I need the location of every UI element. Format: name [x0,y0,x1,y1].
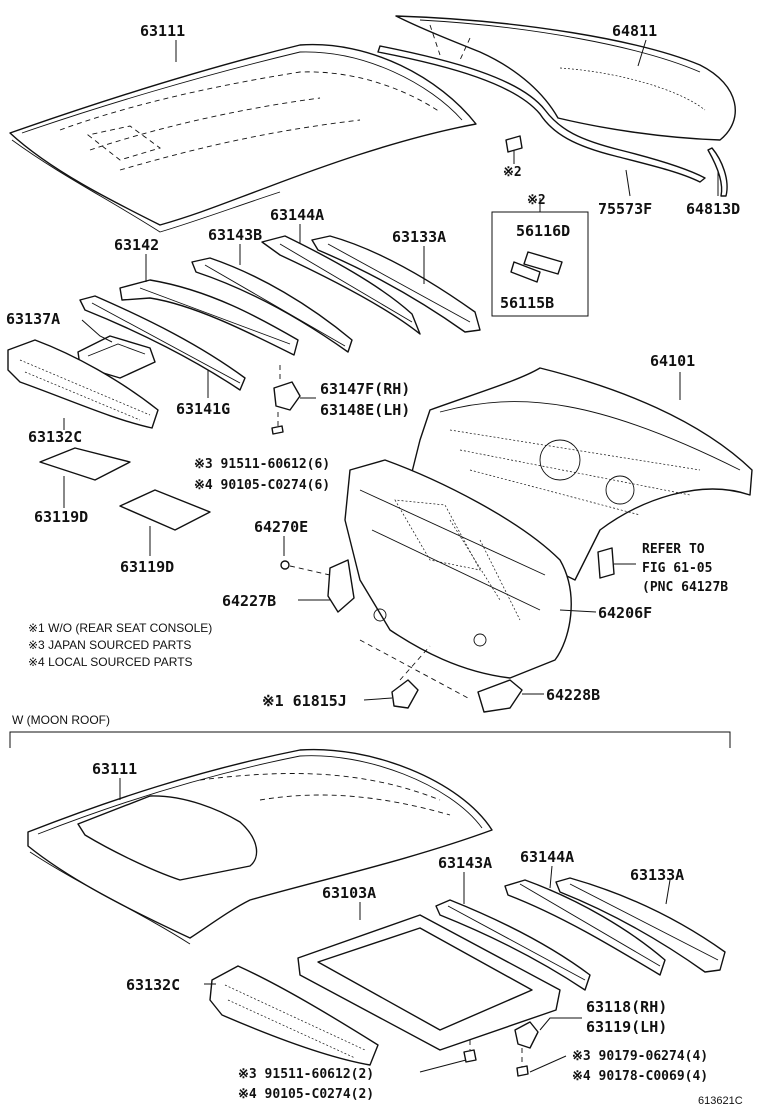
label-63118: 63118(RH) [586,998,667,1016]
label-63119: 63119(LH) [586,1018,667,1036]
sunroof-frame-63103a [297,914,561,1051]
roof-panel-63111-top [9,43,477,233]
header-panel-63132c-top [7,339,159,429]
roof-panel-63111-bottom [27,748,493,945]
note-3: ※3 JAPAN SOURCED PARTS [28,638,191,652]
label-63147f: 63147F(RH) [320,380,410,398]
label-63132c-bottom: 63132C [126,976,180,994]
label-63144a-bottom: 63144A [520,848,574,866]
label-64811: 64811 [612,22,657,40]
label-63142: 63142 [114,236,159,254]
sheet-63119d-b [119,489,211,531]
label-63143a: 63143A [438,854,492,872]
label-63143b: 63143B [208,226,262,244]
label-63144a-top: 63144A [270,206,324,224]
roof-bow-63144a-top [261,235,421,335]
label-64270e: 64270E [254,518,308,536]
label-bolt-e: ※3 90179-06274(4) [572,1049,708,1064]
cover-61815j [359,639,469,709]
label-56115b: 56115B [500,294,554,312]
molding-75573f [377,45,706,183]
fastener-91511 [463,1040,477,1063]
label-bolt-b: ※4 90105-C0274(6) [194,478,330,493]
roof-bow-63143b [191,257,353,353]
label-64227b: 64227B [222,592,276,610]
label-63137a: 63137A [6,310,60,328]
note-1: ※1 W/O (REAR SEAT CONSOLE) [28,621,212,635]
label-63141g: 63141G [176,400,230,418]
label-75573f: 75573F [598,200,652,218]
label-note2-b: ※2 [527,193,546,208]
label-63148e: 63148E(LH) [320,401,410,419]
label-bolt-c: ※3 91511-60612(2) [238,1067,374,1082]
connector-fig-61-05 [597,547,636,579]
bracket-64228b [477,679,523,713]
roof-bow-63143a [435,899,591,991]
label-63103a: 63103A [322,884,376,902]
label-bolt-d: ※4 90105-C0274(2) [238,1087,374,1102]
label-64813d: 64813D [686,200,740,218]
figure-code: 613621C [698,1095,743,1107]
note-4: ※4 LOCAL SOURCED PARTS [28,655,193,669]
roof-bow-63133a-bottom [555,877,726,973]
label-bolt-a: ※3 91511-60612(6) [194,457,330,472]
bracket-63118 [514,1021,539,1077]
emblem-parts-box [491,198,589,317]
molding-64813d [707,147,728,197]
bracket-64227b [280,559,355,613]
label-note2-a: ※2 [503,165,522,180]
section-moon-roof: W (MOON ROOF) [12,713,110,727]
leader-lines [63,39,719,1073]
label-refer-1: REFER TO [642,542,705,557]
roof-bow-63133a-top [311,235,481,333]
label-63133a-bottom: 63133A [630,866,684,884]
label-bolt-f: ※4 90178-C0069(4) [572,1069,708,1084]
label-56116d: 56116D [516,222,570,240]
label-63132c-top: 63132C [28,428,82,446]
back-window-glass-64811 [395,15,736,141]
label-64206f: 64206F [598,604,652,622]
header-panel-63132c-bottom [209,965,379,1066]
bracket-63147f [271,365,301,435]
clip-part [505,135,523,153]
label-refer-3: (PNC 64127B [642,580,728,595]
label-63119d-b: 63119D [120,558,174,576]
rear-panel-64206f [344,459,572,679]
sheet-63119d-a [39,447,131,481]
label-61815j: ※1 61815J [262,692,347,710]
roof-bow-63144a-bottom [504,879,666,976]
label-63133a-top: 63133A [392,228,446,246]
label-64228b: 64228B [546,686,600,704]
moon-roof-bracket [9,731,731,748]
label-63111-bottom: 63111 [92,760,137,778]
label-64101: 64101 [650,352,695,370]
roof-bow-63142 [119,279,299,356]
label-63119d-a: 63119D [34,508,88,526]
label-refer-2: FIG 61-05 [642,561,712,576]
roof-bow-63141g [79,295,246,391]
label-63111-top: 63111 [140,22,185,40]
